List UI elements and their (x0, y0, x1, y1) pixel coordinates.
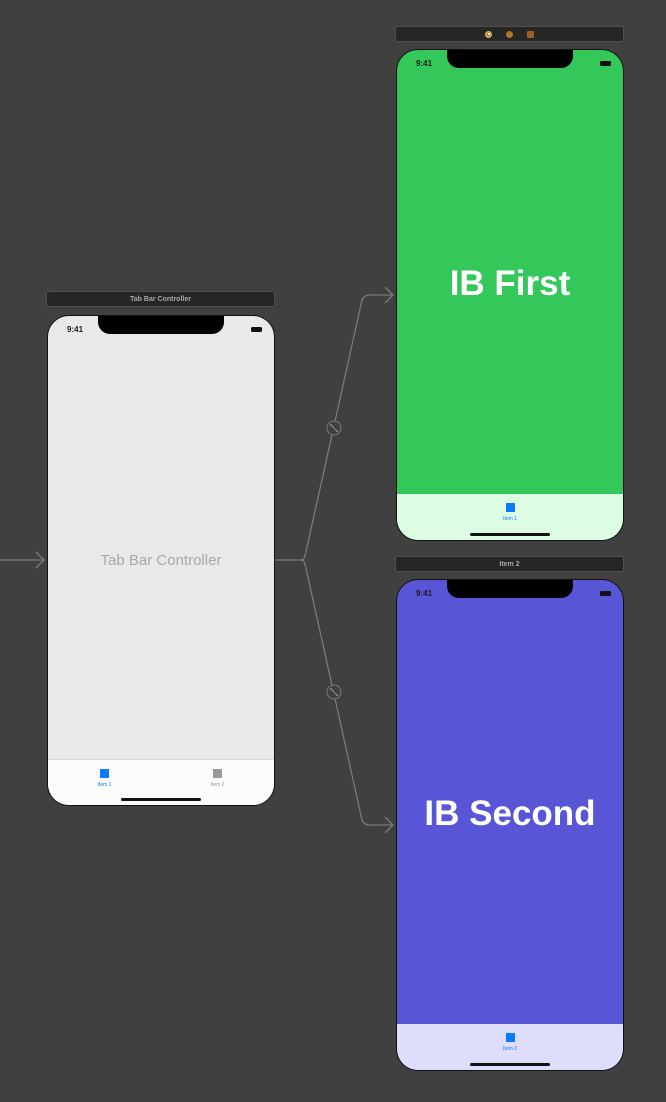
tab-item-1[interactable]: Item 1 (460, 494, 560, 540)
second-title-label: IB Second (424, 794, 596, 833)
tab-bar: Item 2 (397, 1024, 623, 1070)
status-time: 9:41 (416, 589, 433, 598)
tab-item-2[interactable]: Item 2 (460, 1024, 560, 1070)
home-indicator (470, 1063, 550, 1066)
placeholder-label: Tab Bar Controller (100, 552, 222, 569)
tab-label: Item 2 (503, 1046, 517, 1052)
exit-icon[interactable] (527, 30, 534, 38)
tab-bar: Item 1 Item 2 (48, 759, 274, 805)
segue-icon[interactable] (326, 684, 342, 700)
tab-bar: Item 1 (397, 494, 623, 540)
scene-title-bar[interactable]: Tab Bar Controller (46, 291, 275, 307)
home-indicator (121, 798, 201, 801)
battery-icon (251, 327, 262, 332)
scene-title: Tab Bar Controller (130, 295, 191, 303)
first-scene-device[interactable]: 9:41 IB First Item 1 (396, 49, 624, 541)
status-time: 9:41 (67, 325, 84, 334)
device-notch (447, 580, 573, 598)
square-icon (100, 769, 109, 778)
second-scene-device[interactable]: 9:41 IB Second Item 2 (396, 579, 624, 1071)
first-responder-icon[interactable] (506, 30, 513, 38)
tab-item-1[interactable]: Item 1 (55, 760, 155, 805)
tab-label: Item 1 (97, 782, 112, 788)
segue-icon[interactable] (326, 420, 342, 436)
scene-dock[interactable] (395, 26, 624, 42)
home-indicator (470, 533, 550, 536)
battery-icon (600, 591, 611, 596)
square-icon (505, 1033, 515, 1042)
tab-bar-controller-device[interactable]: 9:41 Tab Bar Controller Item 1 Item 2 (47, 315, 275, 806)
first-title-label: IB First (449, 264, 571, 303)
battery-icon (600, 61, 611, 66)
tab-label: Item 2 (210, 782, 225, 788)
status-time: 9:41 (416, 59, 433, 68)
scene-title: Item 2 (499, 560, 520, 568)
device-notch (98, 316, 224, 334)
scene-title-bar[interactable]: Item 2 (395, 556, 624, 572)
device-notch (447, 50, 573, 68)
square-icon (213, 769, 222, 778)
tab-item-2[interactable]: Item 2 (168, 760, 268, 805)
square-icon (505, 503, 515, 512)
view-controller-icon[interactable] (485, 30, 492, 38)
tab-label: Item 1 (503, 516, 517, 522)
